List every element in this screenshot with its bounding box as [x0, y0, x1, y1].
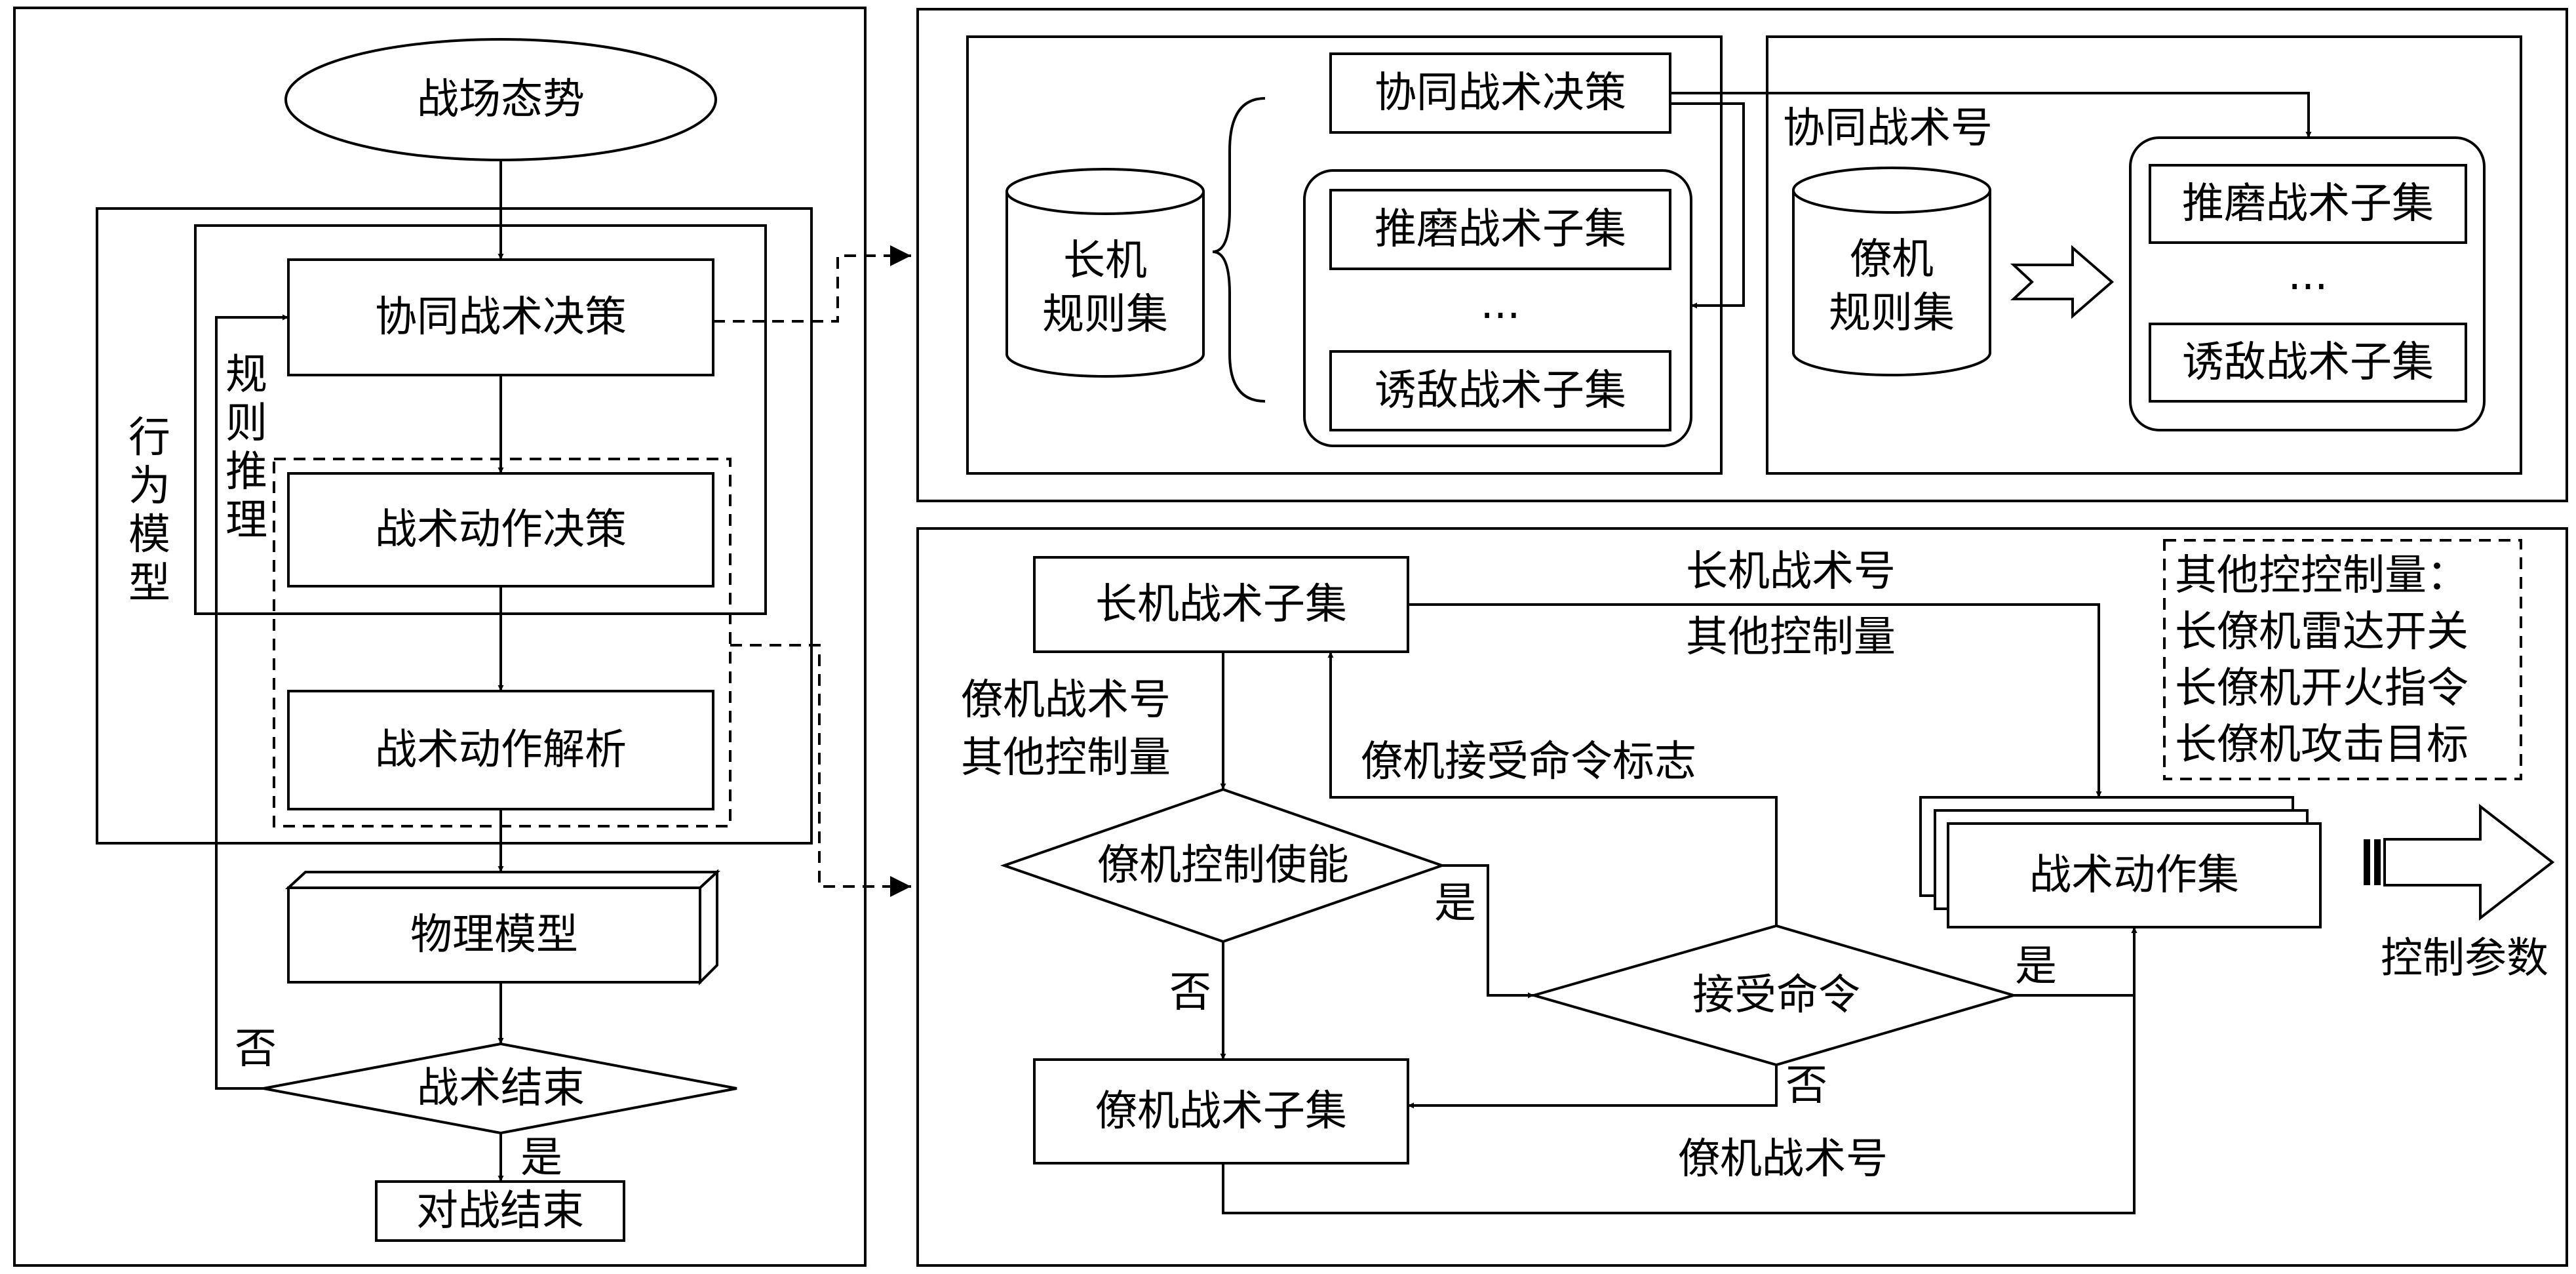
leader-tactic-no-label: 长机战术号 [1686, 547, 1896, 596]
arrow-loop-back [215, 314, 288, 1090]
coop-tactic-no-label: 协同战术号 [1783, 104, 1993, 153]
behavior-model-char-3: 模 [128, 511, 170, 559]
bottom-panel-frame [916, 527, 2568, 1267]
physical-model-label: 物理模型 [410, 911, 578, 959]
wing-subset-label: 僚机战术子集 [1095, 1087, 1347, 1136]
action-set-label: 战术动作集 [2029, 851, 2239, 900]
wing-control-enable-label: 僚机控制使能 [1097, 841, 1349, 890]
left-panel-frame [13, 7, 867, 1267]
battle-end-box [375, 1180, 625, 1242]
arrow-leader-to-actionset [1408, 603, 2102, 797]
arrow-coop-to-wing-subsets [1670, 92, 2312, 138]
coop-decision-label: 协同战术决策 [375, 293, 627, 342]
rule-reasoning-char-4: 理 [225, 496, 267, 545]
bottom-panel: 长机战术子集 长机战术号 其他控制量 其他控控制量： 长僚机雷达开关 长僚机开火… [916, 527, 2568, 1267]
wing-grind-box [2149, 164, 2467, 244]
arrow-accept-no-to-wing [1408, 1065, 1778, 1109]
leader-rules-line-1: 长机 [1063, 237, 1147, 285]
tactic-end-label: 战术结束 [417, 1064, 585, 1113]
leader-grind-box [1329, 189, 1671, 270]
start-label: 战场态势 [417, 75, 585, 124]
accept-cmd-label: 接受命令 [1692, 971, 1860, 1020]
leader-lure-box [1329, 350, 1671, 431]
other-control-label: 其他控制量 [1686, 613, 1896, 662]
note-line-4: 长僚机攻击目标 [2175, 721, 2469, 769]
battle-end-label: 对战结束 [416, 1187, 584, 1235]
control-output-arrow-icon [2364, 803, 2555, 921]
yes-label-1: 是 [1434, 879, 1476, 928]
top-panel: 长机 规则集 协同战术决策 推磨战术子集 ... 诱敌战术子集 协同战术号 僚机… [916, 8, 2568, 502]
wing-other-control-label: 其他控制量 [961, 734, 1171, 782]
action-decision-box [287, 472, 714, 587]
leader-frame [966, 35, 1723, 475]
left-no-label: 否 [235, 1025, 277, 1073]
no-label-2: 否 [1786, 1062, 1827, 1110]
action-parse-box [287, 690, 714, 810]
arrow-coop-to-leader-subsets [1670, 102, 1745, 309]
wing-tactic-no-bottom-label: 僚机战术号 [1678, 1135, 1888, 1184]
note-line-2: 长僚机雷达开关 [2175, 608, 2469, 656]
leader-grind-label: 推磨战术子集 [1375, 205, 1626, 254]
wing-lure-box [2149, 323, 2467, 403]
wing-rules-line-1: 僚机 [1850, 235, 1934, 284]
wing-frame [1766, 35, 2522, 475]
action-parse-label: 战术动作解析 [375, 726, 627, 774]
wing-grind-label: 推磨战术子集 [2182, 180, 2434, 228]
behavior-model-char-4: 型 [128, 559, 170, 608]
leader-brace [1212, 97, 1266, 403]
leader-subset-box [1033, 556, 1409, 653]
leader-subset-label: 长机战术子集 [1095, 580, 1347, 629]
wing-rules-cylinder [1792, 167, 1991, 376]
rule-reasoning-frame [194, 224, 767, 615]
arrow-accept-to-leader [1327, 652, 1778, 926]
top-coop-decision-label: 协同战术决策 [1375, 69, 1626, 117]
top-coop-decision-box [1329, 52, 1671, 134]
wing-tactic-no-label: 僚机战术号 [961, 676, 1171, 725]
block-arrow-icon [2010, 245, 2115, 319]
wing-accept-flag-label: 僚机接受命令标志 [1361, 738, 1696, 786]
note-line-3: 长僚机开火指令 [2175, 664, 2469, 713]
wing-rules-line-2: 规则集 [1829, 289, 1955, 338]
rule-reasoning-char-3: 推 [225, 448, 267, 496]
dashed-link-bottom [730, 644, 911, 897]
wing-subset-box [1033, 1058, 1409, 1165]
behavior-model-frame [96, 207, 813, 845]
yes-label-2: 是 [2015, 942, 2057, 991]
wing-ellipsis: ... [2288, 251, 2328, 300]
arrow-wing-to-actionset [1222, 927, 2137, 1214]
action-decision-label: 战术动作决策 [375, 506, 627, 554]
note-line-1: 其他控控制量： [2175, 551, 2469, 600]
leader-rules-cylinder [1005, 168, 1205, 378]
left-yes-label: 是 [520, 1134, 562, 1182]
arrow-enable-to-accept [1442, 864, 1534, 999]
rule-reasoning-char-1: 规 [225, 351, 267, 399]
left-panel: 战场态势 协同战术决策 战术动作决策 战术动作解析 物理模型 战术结束 对战结束… [13, 7, 867, 1267]
rule-reasoning-char-2: 则 [225, 399, 267, 448]
tactic-end-diamond [263, 1042, 737, 1135]
physical-model-box [284, 869, 721, 985]
behavior-model-char-1: 行 [128, 414, 170, 462]
behavior-model-char-2: 为 [128, 462, 170, 511]
leader-ellipsis: ... [1480, 280, 1520, 328]
leader-rules-line-2: 规则集 [1042, 290, 1168, 339]
control-params-label: 控制参数 [2381, 934, 2548, 983]
leader-lure-label: 诱敌战术子集 [1375, 367, 1626, 415]
note-dashed-box [2163, 539, 2522, 780]
dashed-link-top [713, 245, 911, 323]
wing-lure-label: 诱敌战术子集 [2182, 338, 2434, 387]
no-label-1: 否 [1169, 968, 1211, 1017]
top-panel-frame [916, 8, 2568, 502]
